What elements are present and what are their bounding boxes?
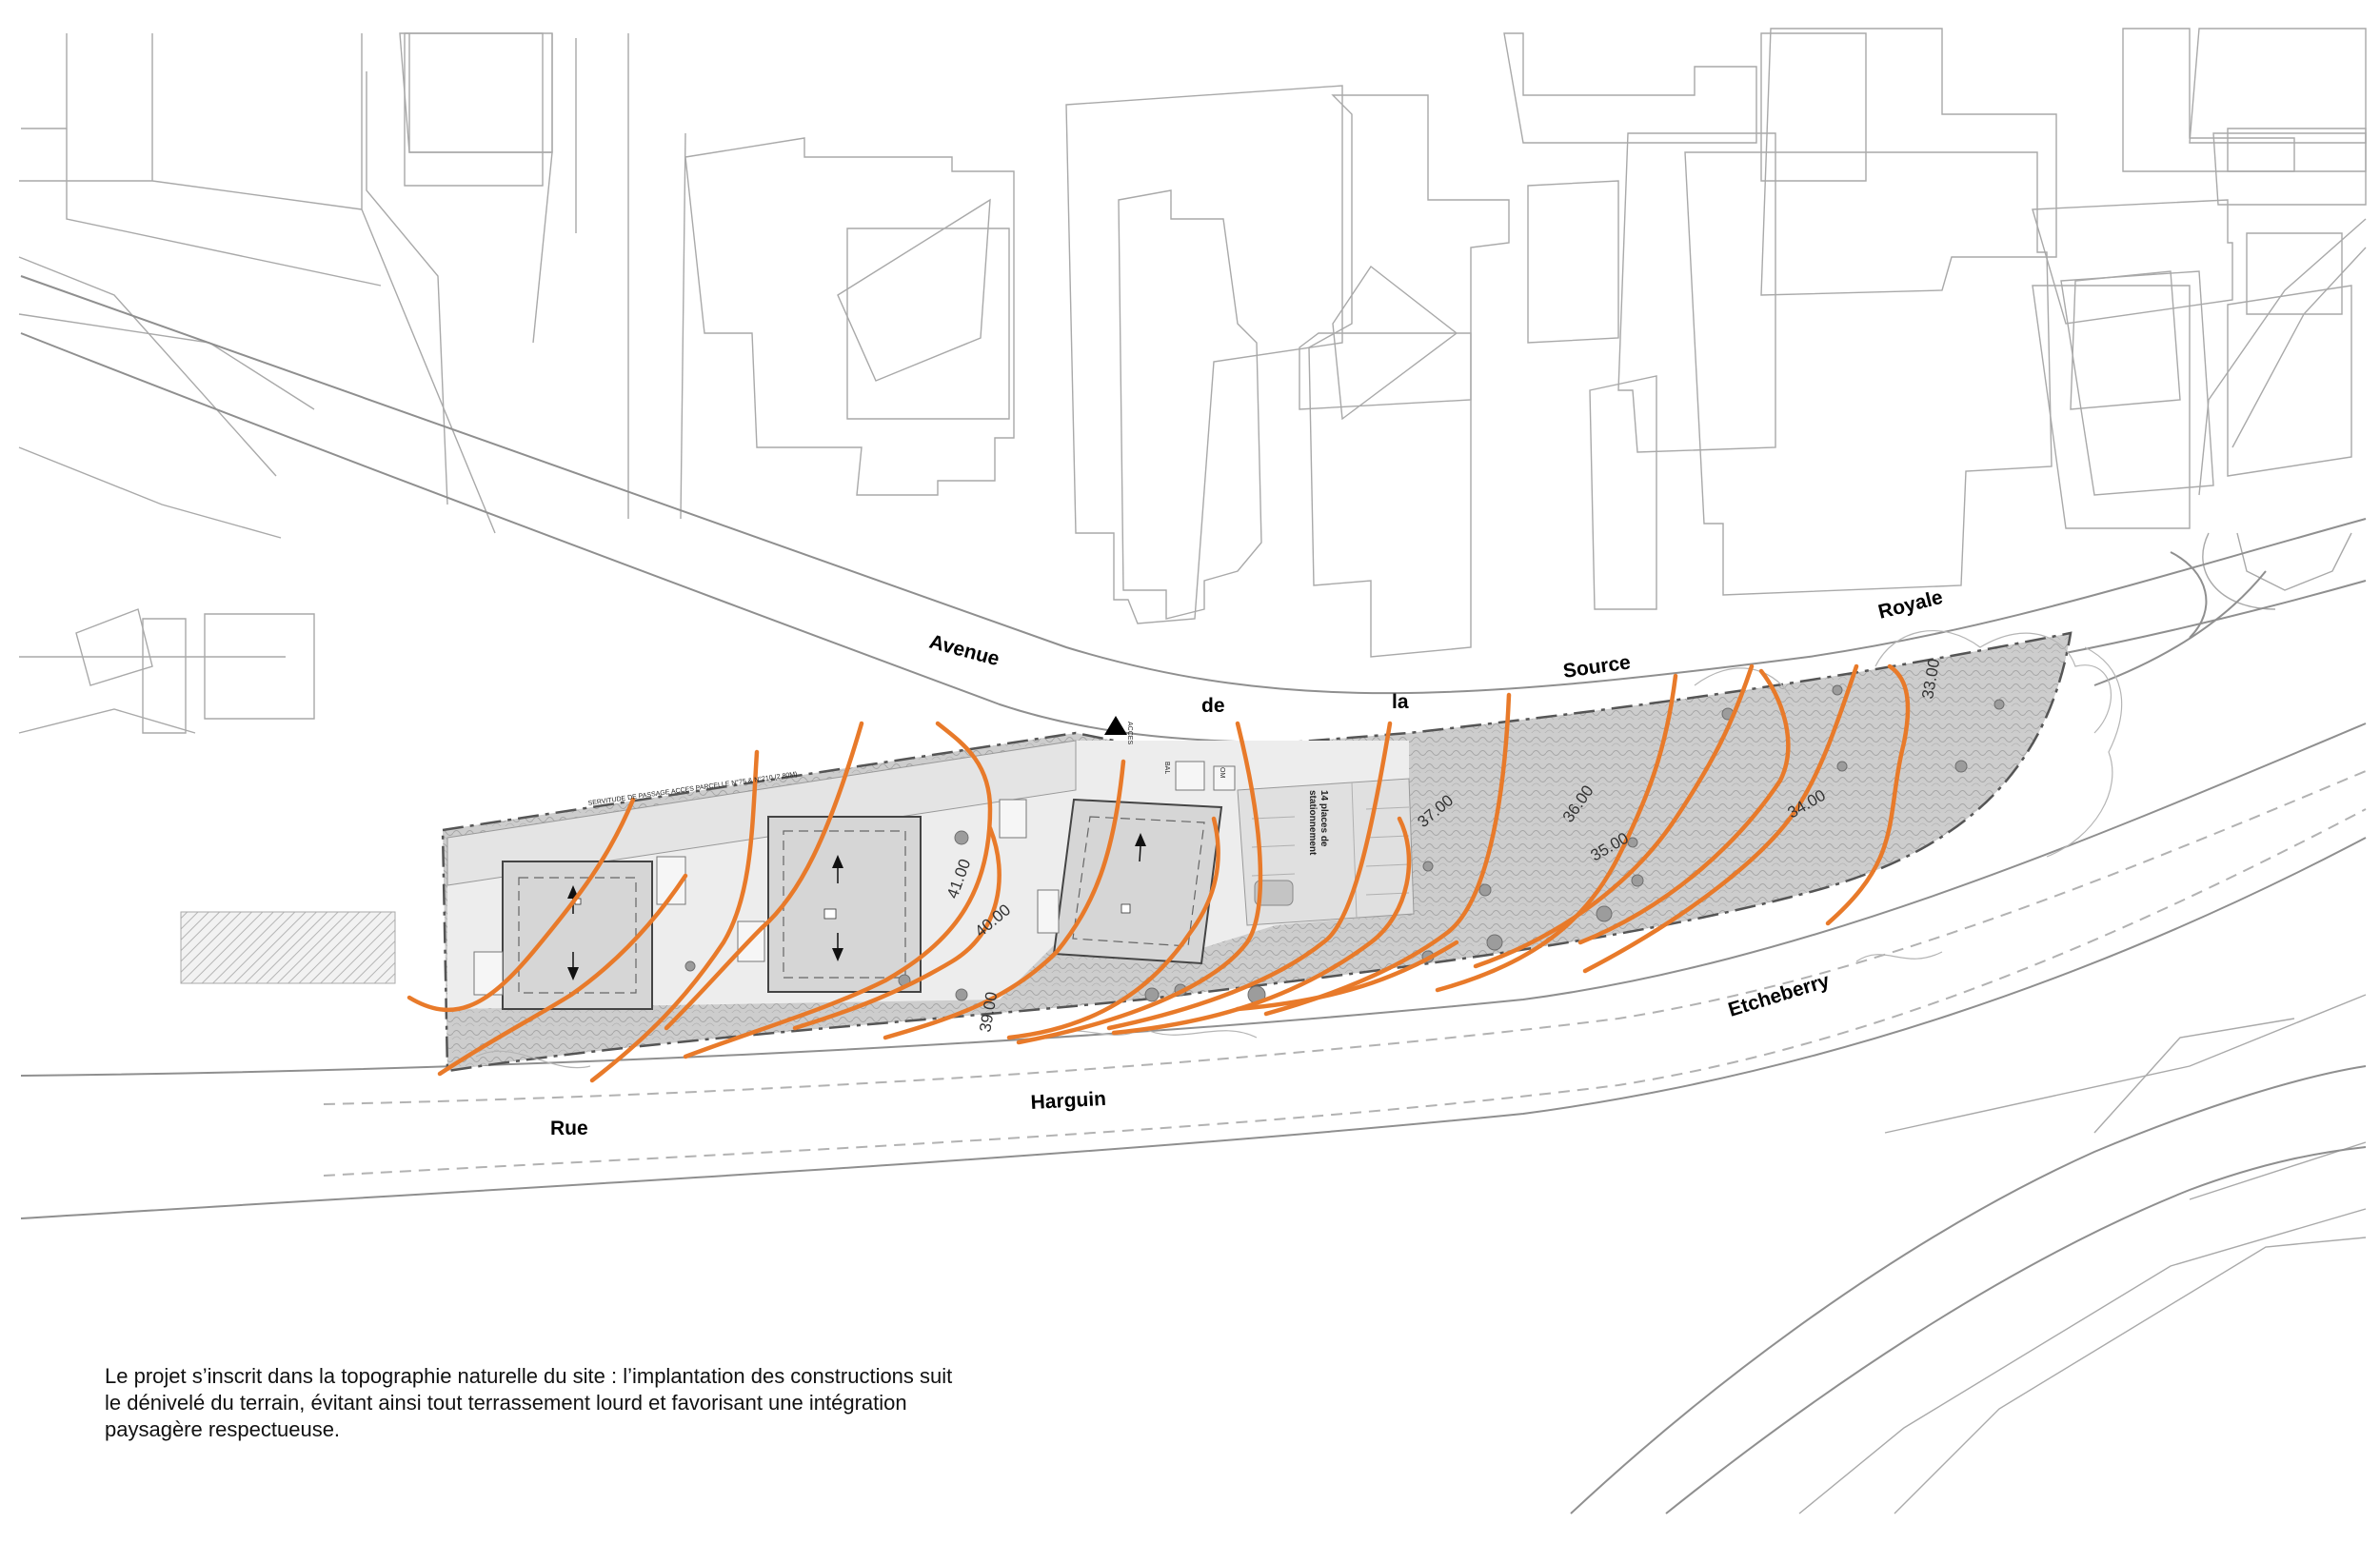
bal-label: BAL <box>1163 762 1170 774</box>
topographic-contours <box>407 663 1911 1083</box>
access-label: ACCES <box>1126 722 1133 744</box>
building-b <box>767 816 922 993</box>
hatched-zone <box>180 911 396 984</box>
street-label-royale: Royale <box>1876 586 1945 624</box>
street-label-etcheberry: Etcheberry <box>1726 970 1833 1021</box>
street-label-la: la <box>1392 691 1409 713</box>
street-label-de: de <box>1201 695 1225 717</box>
roads <box>20 275 2367 1514</box>
om-label: OM <box>1219 767 1225 778</box>
street-label-avenue: Avenue <box>927 631 1002 671</box>
building-a <box>502 861 653 1010</box>
caption-text: Le projet s’inscrit dans la topographie … <box>105 1364 953 1441</box>
street-label-rue: Rue <box>550 1118 588 1139</box>
building-c <box>1052 798 1223 965</box>
street-label-harguin: Harguin <box>1030 1088 1106 1114</box>
street-label-source: Source <box>1561 651 1632 683</box>
parking-label-2: stationnement <box>1307 790 1318 856</box>
parking-label-1: 14 places de <box>1319 790 1329 847</box>
cadastre-parcels <box>18 28 2367 1514</box>
entrance-marker-icon <box>1104 716 1127 735</box>
